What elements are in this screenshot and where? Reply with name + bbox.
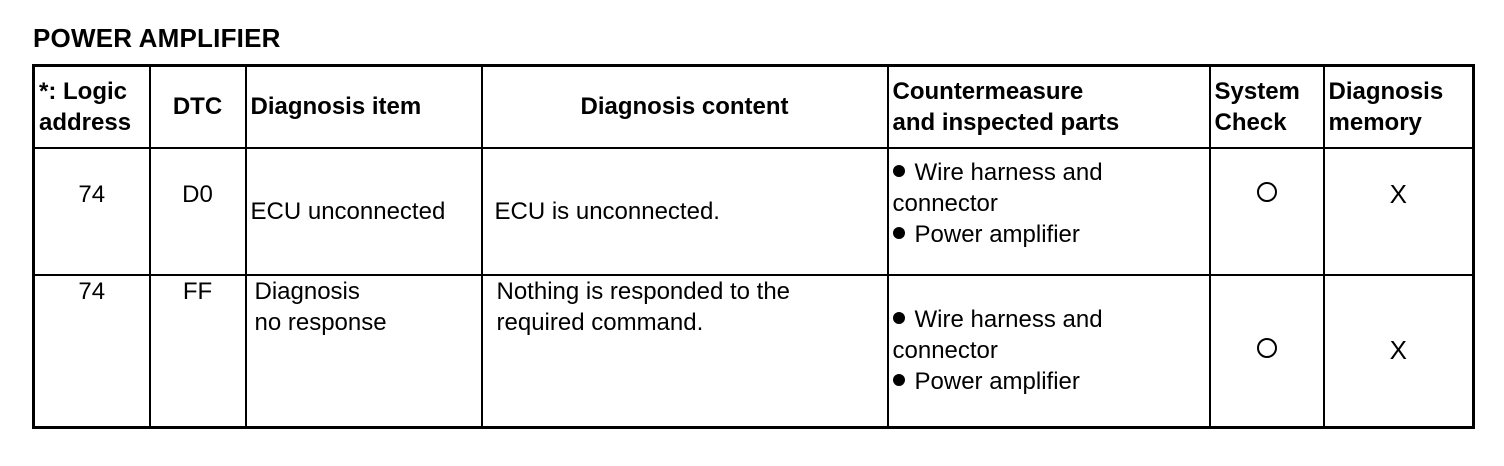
cell-diagnosis-memory: X	[1322, 146, 1475, 276]
cell-logic-address: 74	[32, 146, 151, 276]
table-row: 74 FF Diagnosis no response Nothing is r…	[32, 273, 1475, 429]
countermeasure-line: Wire harness and	[892, 157, 1205, 188]
header-system-check: System Check	[1208, 64, 1325, 149]
cell-diagnosis-memory: X	[1322, 273, 1475, 429]
cell-diagnosis-content: Nothing is responded to the required com…	[480, 273, 889, 429]
countermeasure-line: Power amplifier	[892, 366, 1205, 397]
page-title: POWER AMPLIFIER	[33, 23, 281, 53]
diagnosis-table: *: Logic address DTC Diagnosis item Diag…	[32, 64, 1475, 429]
cell-diagnosis-content: ECU is unconnected.	[480, 146, 889, 276]
header-logic-address: *: Logic address	[32, 64, 151, 149]
circle-icon	[1256, 338, 1277, 359]
cell-logic-address: 74	[32, 273, 151, 429]
cell-dtc: FF	[148, 273, 247, 429]
header-countermeasure: Countermeasure and inspected parts	[886, 64, 1211, 149]
header-row: *: Logic address DTC Diagnosis item Diag…	[32, 64, 1475, 149]
circle-icon	[1256, 181, 1277, 202]
countermeasure-line: Wire harness and	[892, 304, 1205, 335]
x-mark: X	[1389, 334, 1407, 365]
countermeasure-line: connector	[892, 336, 998, 364]
x-mark: X	[1389, 178, 1407, 209]
cell-dtc: D0	[148, 146, 247, 276]
countermeasure-line: Power amplifier	[892, 219, 1205, 250]
cell-countermeasure: Wire harness and connector Power amplifi…	[886, 146, 1211, 276]
bullet-icon	[892, 374, 905, 387]
header-diagnosis-content: Diagnosis content	[480, 64, 889, 149]
countermeasure-line: connector	[892, 189, 998, 217]
header-diagnosis-memory: Diagnosis memory	[1322, 64, 1475, 149]
cell-system-check	[1208, 146, 1325, 276]
cell-system-check	[1208, 273, 1325, 429]
bullet-icon	[892, 165, 905, 178]
header-diagnosis-item: Diagnosis item	[244, 64, 483, 149]
bullet-icon	[892, 312, 905, 325]
header-dtc: DTC	[148, 64, 247, 149]
cell-diagnosis-item: ECU unconnected	[244, 146, 483, 276]
cell-diagnosis-item: Diagnosis no response	[244, 273, 483, 429]
table-row: 74 D0 ECU unconnected ECU is unconnected…	[32, 146, 1475, 276]
bullet-icon	[892, 227, 905, 240]
cell-countermeasure: Wire harness and connector Power amplifi…	[886, 273, 1211, 429]
